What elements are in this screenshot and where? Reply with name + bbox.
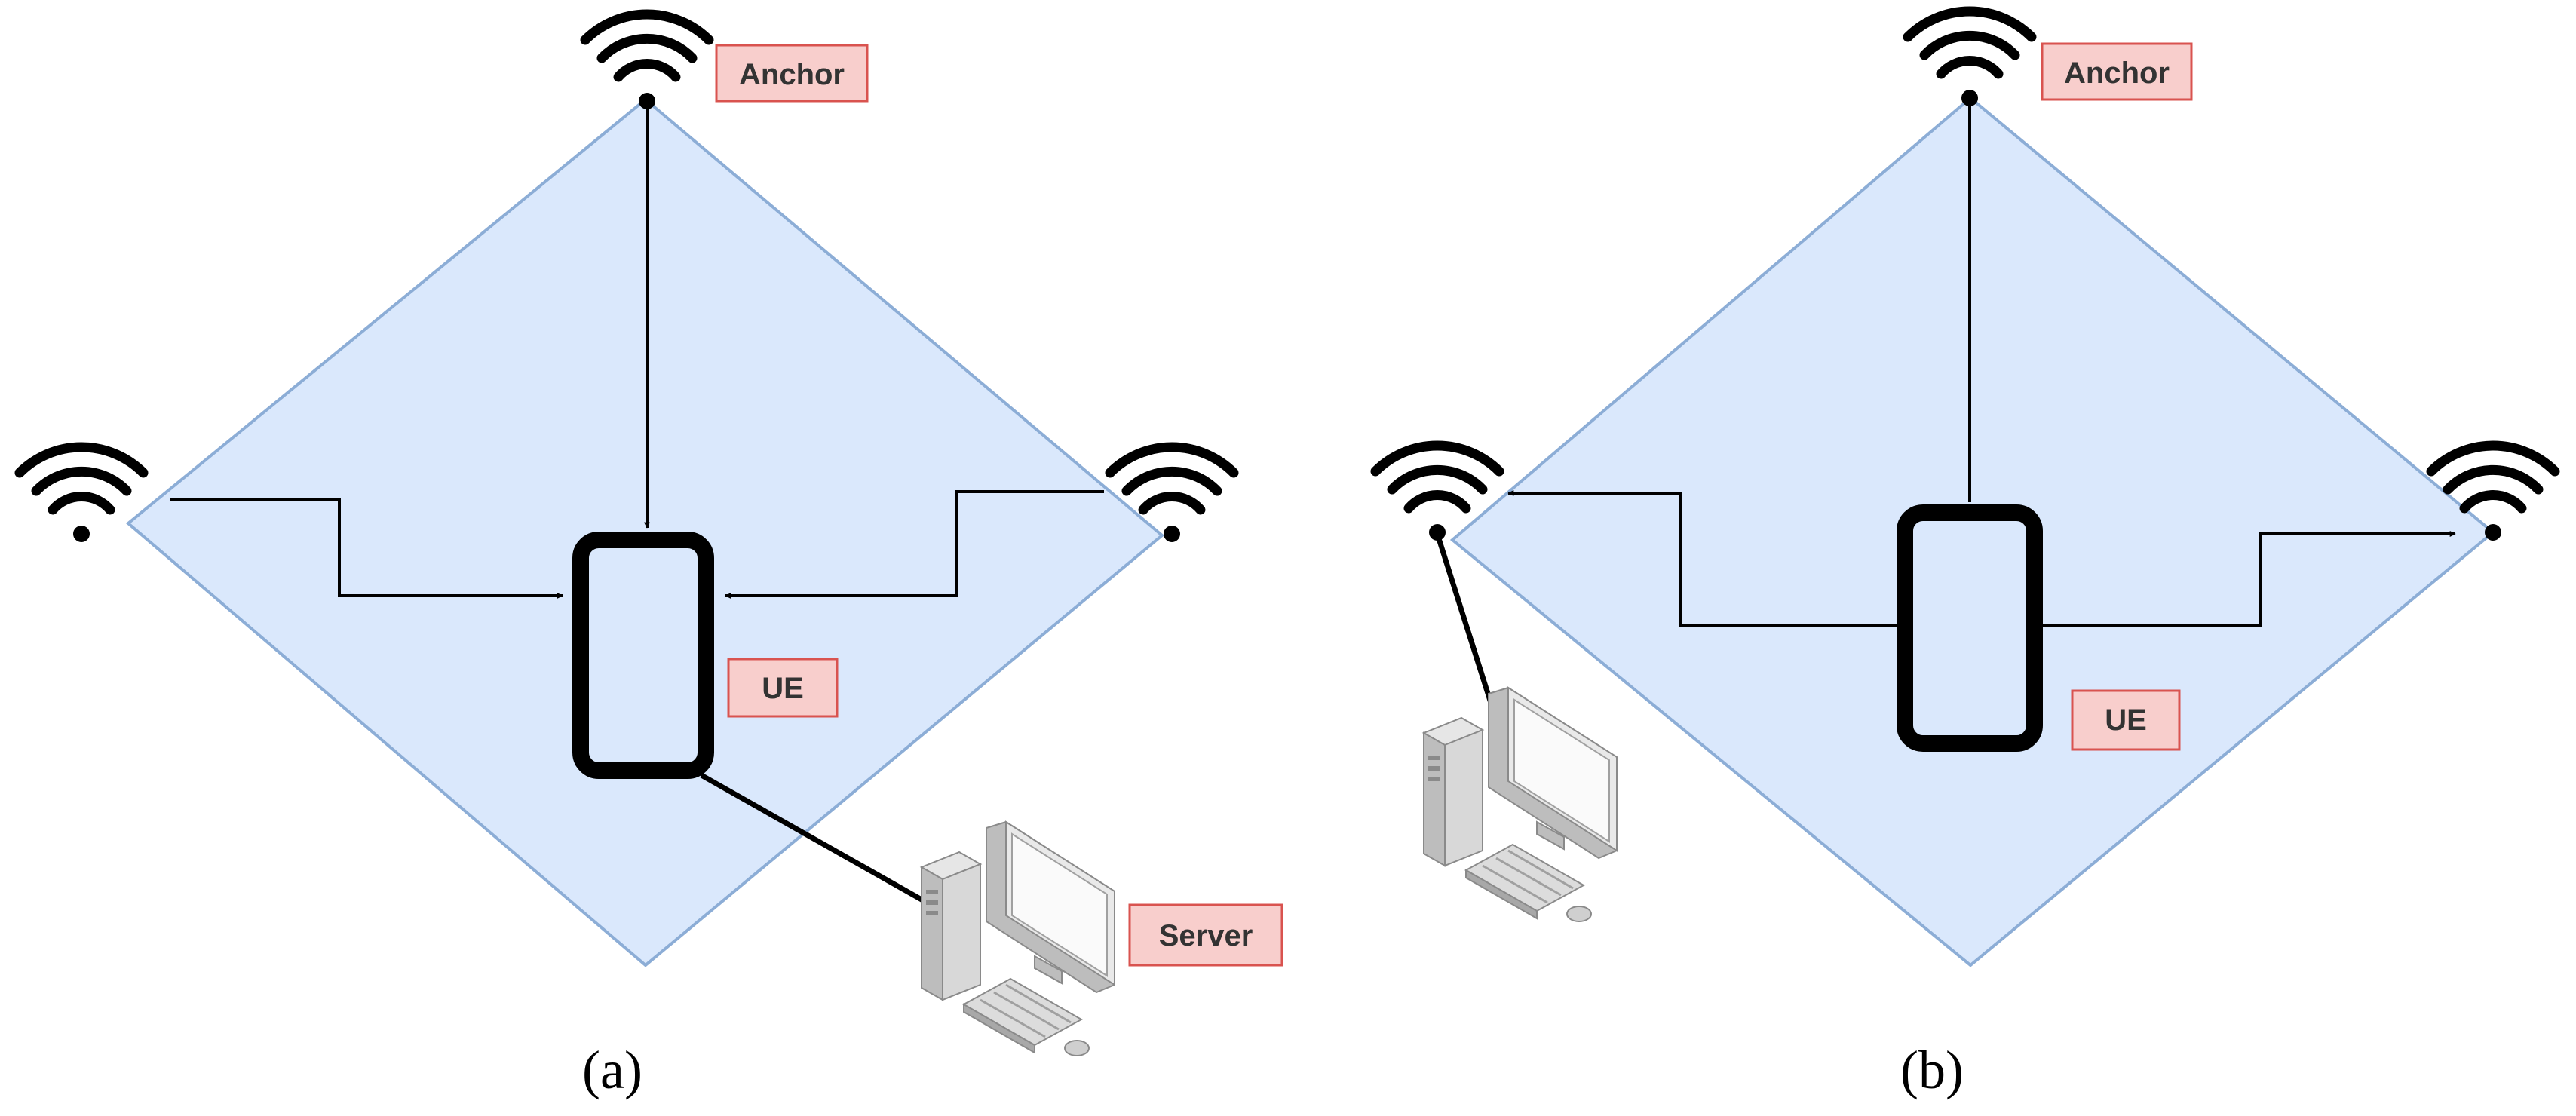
signal-path-left bbox=[170, 498, 563, 599]
caption-b: (b) bbox=[1900, 1040, 1964, 1100]
ue-label: UE bbox=[727, 658, 839, 718]
anchor-label: Anchor bbox=[2041, 42, 2193, 101]
svg-text:Server: Server bbox=[1159, 919, 1253, 952]
svg-text:Anchor: Anchor bbox=[739, 58, 845, 91]
wifi-icon bbox=[1908, 11, 2032, 106]
panel-b: Anchor UE (b) bbox=[1375, 11, 2555, 1100]
caption-a: (a) bbox=[582, 1040, 642, 1100]
wifi-icon bbox=[20, 447, 143, 542]
panel-a: Anchor UE Server (a) bbox=[20, 14, 1283, 1100]
smartphone-icon bbox=[1897, 504, 2043, 752]
svg-text:UE: UE bbox=[2105, 704, 2147, 737]
desktop-computer-icon bbox=[920, 820, 1116, 1057]
signal-path-left bbox=[1507, 490, 1900, 627]
server-label: Server bbox=[1128, 903, 1283, 967]
wifi-icon bbox=[585, 14, 709, 109]
svg-text:UE: UE bbox=[762, 672, 804, 705]
signal-path-right bbox=[2042, 531, 2456, 627]
cable-anchor-computer bbox=[1434, 532, 1498, 716]
anchor-label: Anchor bbox=[715, 44, 869, 103]
svg-text:Anchor: Anchor bbox=[2064, 57, 2170, 90]
cable-ue-server bbox=[700, 772, 935, 909]
smartphone-icon bbox=[572, 532, 714, 779]
ue-label: UE bbox=[2071, 689, 2181, 751]
signal-path-right bbox=[725, 490, 1104, 599]
desktop-computer-icon bbox=[1422, 686, 1618, 923]
